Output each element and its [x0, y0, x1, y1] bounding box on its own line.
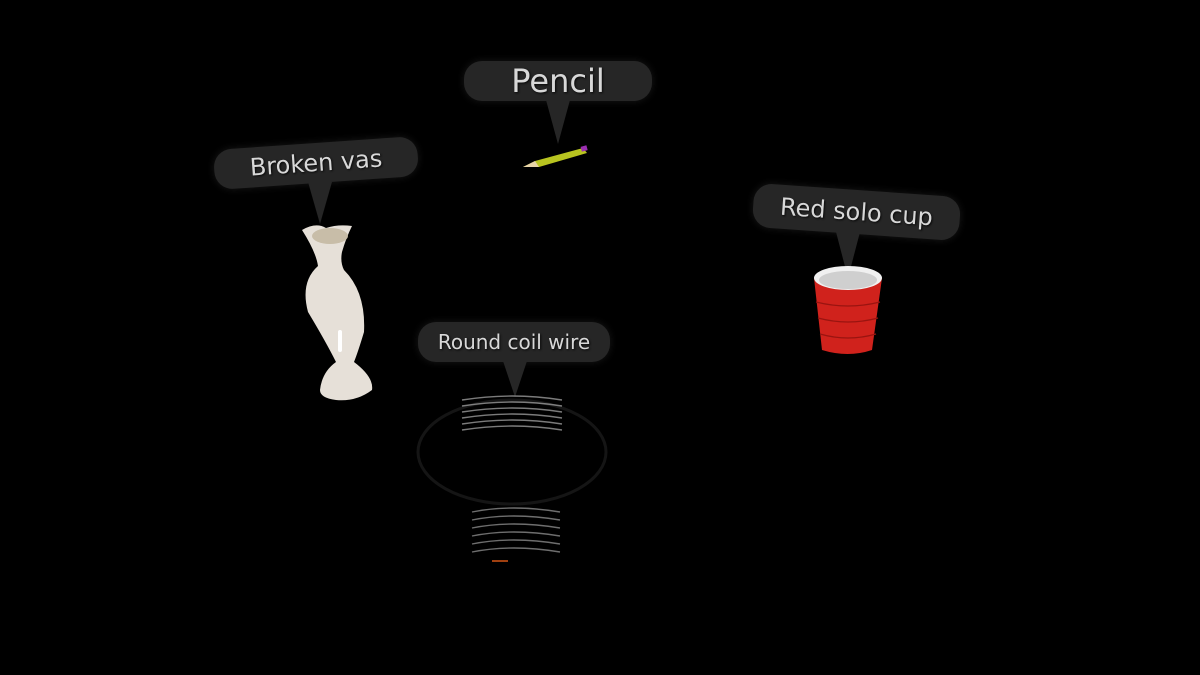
pencil-label-text: Pencil — [511, 62, 605, 100]
pencil-object — [519, 145, 588, 169]
pencil-label: Pencil — [464, 61, 652, 101]
coil-object — [416, 395, 608, 562]
coil-label: Round coil wire — [418, 322, 610, 362]
coil-label-pointer — [503, 361, 527, 397]
cup-label-text: Red solo cup — [779, 192, 934, 232]
coil-label-text: Round coil wire — [437, 330, 591, 354]
vase-object — [302, 225, 373, 401]
pencil-label-pointer — [546, 100, 570, 144]
cup-object — [814, 266, 882, 354]
vase-label-pointer — [308, 182, 332, 224]
vase-label-text: Broken vas — [248, 144, 384, 182]
